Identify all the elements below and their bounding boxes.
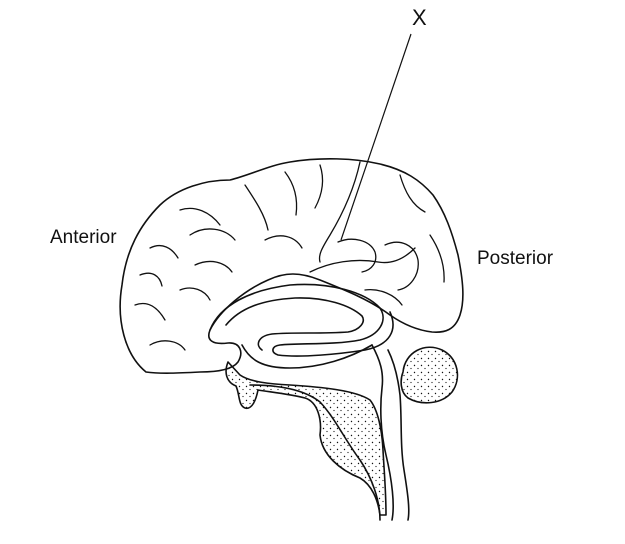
- sulcus: [149, 340, 186, 351]
- calcarine-sulcus: [309, 247, 416, 273]
- sulcus: [134, 302, 166, 321]
- sulcus: [314, 164, 324, 209]
- sulcus: [399, 174, 426, 213]
- sulcus: [384, 241, 419, 291]
- pituitary-region: [225, 361, 387, 516]
- label-posterior: Posterior: [477, 248, 554, 269]
- central-sulcus: [318, 161, 361, 263]
- sulcus: [284, 171, 298, 216]
- sulcus: [194, 260, 233, 273]
- corpus-callosum: [209, 283, 394, 357]
- corpus-callosum-inner: [225, 297, 364, 351]
- sulcus: [337, 238, 377, 273]
- brainstem: [371, 344, 394, 521]
- cerebellum: [400, 346, 459, 404]
- sulcus: [179, 287, 211, 301]
- pointer-label-x: X: [412, 5, 427, 30]
- sulcus: [149, 244, 179, 259]
- brainstem-back: [387, 349, 410, 521]
- sulcus: [264, 235, 303, 249]
- sulcus: [244, 184, 269, 231]
- sulcus: [364, 289, 403, 306]
- sulcus: [189, 228, 236, 241]
- pointer-line: [340, 33, 412, 241]
- label-anterior: Anterior: [50, 227, 117, 248]
- sulcus: [429, 234, 445, 283]
- cerebrum-outline: [119, 158, 464, 374]
- sulcus: [139, 272, 163, 287]
- sulcus: [179, 207, 221, 226]
- fornix: [241, 344, 373, 369]
